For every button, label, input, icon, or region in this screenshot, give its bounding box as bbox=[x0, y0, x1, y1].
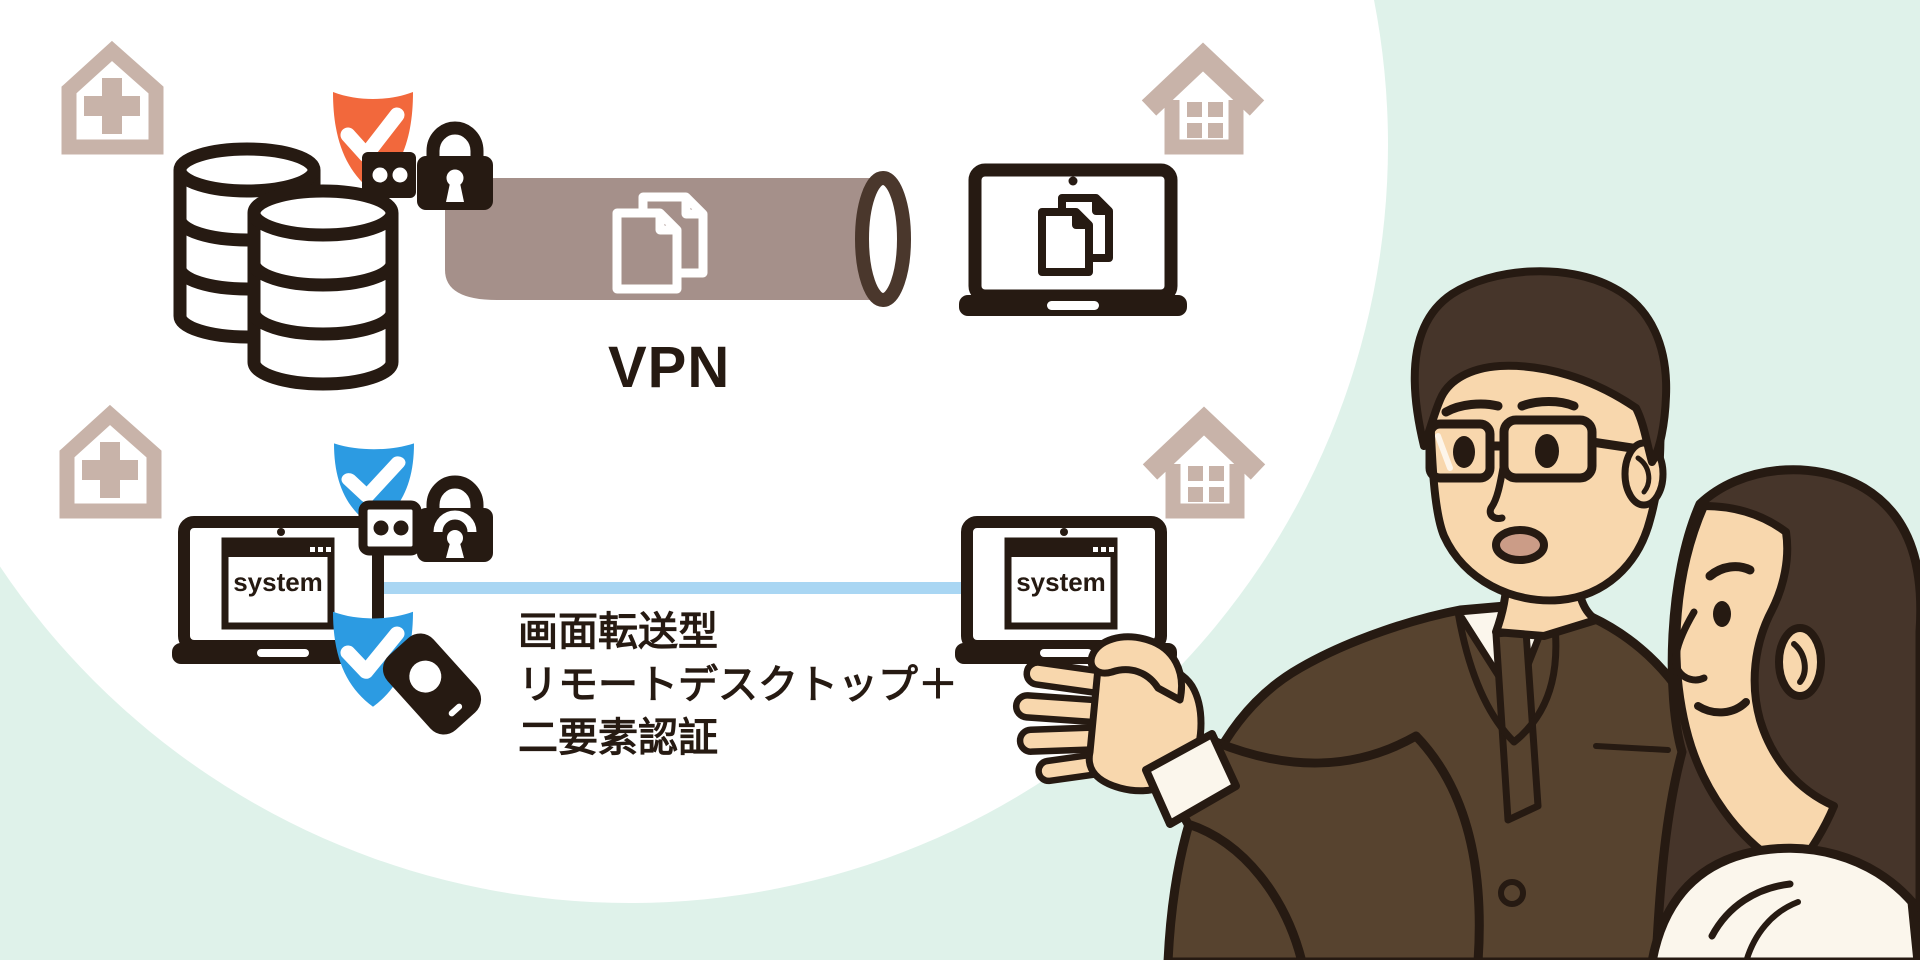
home-window-pane bbox=[1208, 123, 1223, 138]
system-screen-label-local: system bbox=[233, 567, 323, 597]
remote-method-caption: 画面転送型 リモートデスクトップ＋ 二要素認証 bbox=[518, 606, 958, 765]
clinic-cross-h bbox=[82, 460, 138, 480]
key-fob-slot bbox=[448, 703, 463, 717]
padlock-icon-remote bbox=[417, 475, 493, 562]
home-roof bbox=[1142, 406, 1266, 480]
home-window-pane bbox=[1209, 487, 1224, 502]
lock-keyhole bbox=[447, 530, 463, 546]
laptop-camera bbox=[1068, 176, 1078, 186]
clinic-outline bbox=[59, 404, 162, 519]
lock-shackle bbox=[426, 475, 484, 514]
tunnel-opening bbox=[855, 171, 911, 307]
db-front-band bbox=[247, 311, 399, 341]
home-icon-top bbox=[1141, 42, 1265, 155]
presenter-man bbox=[1012, 267, 1751, 960]
card-shape bbox=[358, 500, 422, 556]
home-window-pane bbox=[1208, 102, 1223, 117]
clinic-icon-bottom bbox=[59, 404, 162, 519]
lock-inner-arc bbox=[433, 510, 477, 533]
caption-line-1: 画面転送型 bbox=[518, 610, 718, 654]
db-front-top bbox=[247, 184, 399, 242]
listener-face bbox=[1672, 502, 1838, 876]
listener-man bbox=[1647, 465, 1920, 960]
home-walls bbox=[1164, 100, 1244, 155]
listener-eye bbox=[1713, 601, 1731, 627]
presenter-button bbox=[1498, 879, 1526, 907]
credential-card-icon-vpn bbox=[362, 152, 416, 198]
home-window-pane bbox=[1188, 487, 1203, 502]
database-icon bbox=[173, 142, 399, 391]
doc-back-fold bbox=[1092, 198, 1109, 215]
db-back-top bbox=[173, 142, 321, 198]
home-roof bbox=[1141, 42, 1265, 116]
clinic-outline bbox=[61, 40, 164, 155]
padlock-icon-vpn bbox=[417, 121, 493, 210]
lock-keyhole-stem bbox=[446, 183, 464, 202]
presenter-mouth bbox=[1492, 526, 1548, 564]
vpn-tunnel bbox=[445, 171, 911, 307]
home-window-pane bbox=[1209, 466, 1224, 481]
caption-line-3: 二要素認証 bbox=[518, 716, 718, 760]
listener-smile bbox=[1694, 698, 1750, 717]
listener-shirt bbox=[1647, 843, 1920, 960]
lock-shackle bbox=[426, 121, 484, 162]
glasses-lens-left bbox=[1425, 419, 1495, 483]
lock-keyhole-stem bbox=[446, 543, 464, 558]
remote-connection-line bbox=[372, 582, 972, 594]
doc-front bbox=[612, 208, 682, 294]
doc-front-fold bbox=[1072, 212, 1089, 229]
presenter-eyebrows bbox=[1441, 397, 1579, 417]
db-front-body bbox=[247, 213, 399, 391]
glasses-temple bbox=[1587, 437, 1637, 453]
check-mark bbox=[340, 626, 405, 679]
listener-eyebrow bbox=[1705, 562, 1755, 581]
home-walls bbox=[1165, 464, 1245, 519]
glasses-glare bbox=[1435, 433, 1453, 471]
listener-ear bbox=[1775, 624, 1825, 700]
presenter-eye bbox=[1453, 436, 1475, 468]
presenter-sleeve bbox=[1157, 731, 1484, 960]
card-dot bbox=[393, 520, 409, 536]
home-icon-bottom bbox=[1142, 406, 1266, 519]
credential-card-icon-remote bbox=[358, 500, 422, 556]
lock-keyhole bbox=[446, 169, 464, 187]
laptop-notch bbox=[1047, 301, 1099, 310]
doc-back-fold bbox=[681, 197, 703, 219]
documents-icon-laptop bbox=[1038, 194, 1113, 276]
card-dot bbox=[372, 167, 388, 183]
presenter-pocket-line bbox=[1593, 743, 1671, 753]
clinic-icon-top bbox=[61, 40, 164, 155]
home-window-pane bbox=[1188, 466, 1203, 481]
system-screen-label-remote: system bbox=[1016, 567, 1106, 597]
presenter-eye bbox=[1535, 434, 1559, 468]
listener-ear-line bbox=[1791, 641, 1808, 685]
card-dot bbox=[373, 520, 389, 536]
caption-line-2: リモートデスクトップ＋ bbox=[518, 663, 958, 707]
listener-nose bbox=[1672, 608, 1708, 684]
presenter-ear-line bbox=[1635, 455, 1652, 495]
documents-icon-tunnel bbox=[612, 192, 708, 294]
home-window-pane bbox=[1187, 102, 1202, 117]
doc-front-fold bbox=[655, 213, 677, 235]
laptop-file-transfer bbox=[959, 163, 1187, 316]
hand-thumb bbox=[1087, 633, 1185, 704]
check-mark bbox=[341, 456, 406, 503]
presenter-cuff bbox=[1142, 730, 1240, 828]
listener-collar-line bbox=[1743, 899, 1801, 960]
presenter-nose bbox=[1486, 458, 1508, 522]
home-window-pane bbox=[1187, 123, 1202, 138]
clinic-cross-h bbox=[84, 96, 140, 116]
presenter-hair bbox=[1410, 267, 1671, 466]
security-key-icon bbox=[382, 633, 482, 735]
glasses-icon bbox=[1425, 415, 1637, 483]
listener-collar-line bbox=[1708, 880, 1794, 940]
vpn-label: VPN bbox=[608, 335, 731, 400]
db-front-band bbox=[247, 262, 399, 292]
card-shape bbox=[362, 152, 416, 198]
key-fob-ring bbox=[409, 660, 442, 693]
card-dot bbox=[392, 167, 408, 183]
